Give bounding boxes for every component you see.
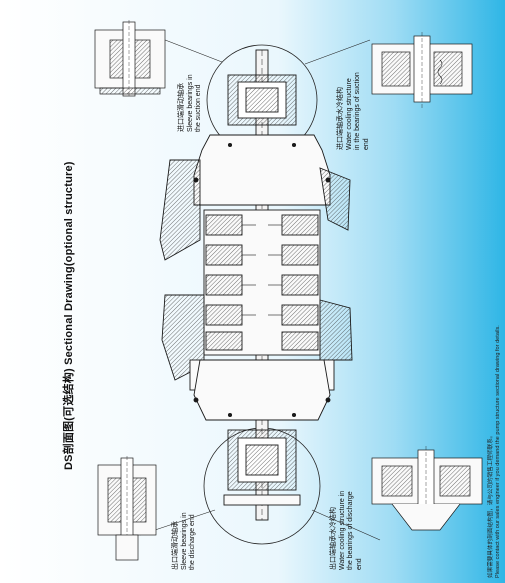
callout-cn: 出口端轴承水冷结构 xyxy=(330,507,337,570)
detail-top-right xyxy=(371,32,473,108)
footnote-cn: 如果需要具体的剖面结构图，请与公司的销售工程师联系。 xyxy=(488,432,494,578)
callout-suction-cooling: 进口端轴承水冷结构 Water cooling structure in the… xyxy=(337,72,371,150)
callout-cn: 进口端轴承水冷结构 xyxy=(337,87,344,150)
callout-discharge-cooling: 出口端轴承水冷结构 Water cooling structure in the… xyxy=(330,491,364,570)
callout-en: the suction end xyxy=(195,84,202,132)
callout-en: end xyxy=(355,558,363,570)
page-title: DS剖面图(可选结构) Sectional Drawing(optional s… xyxy=(63,161,75,470)
detail-bottom-right xyxy=(371,446,483,531)
callout-suction-sleeve: 进口端滑动轴承 Sleeve bearings in the suction e… xyxy=(178,74,204,132)
callout-cn: 出口端滑动轴承 xyxy=(172,521,179,570)
callout-en: Water cooling structure in xyxy=(338,490,346,570)
detail-bottom-left xyxy=(97,456,157,561)
callout-en: Sleeve bearings in xyxy=(180,512,188,570)
callout-en: the bearings of discharge xyxy=(347,491,354,570)
callout-en: in the bearings of suction xyxy=(354,72,361,150)
pump-section xyxy=(159,49,353,521)
callout-en: end xyxy=(362,138,370,150)
detail-top-left xyxy=(94,20,166,98)
callout-en: Sleeve bearings in xyxy=(186,74,194,132)
callout-en: the discharge end xyxy=(189,514,196,570)
callout-discharge-sleeve: 出口端滑动轴承 Sleeve bearings in the discharge… xyxy=(172,512,198,570)
footnote-en: Please contact with our sales engineer i… xyxy=(495,325,501,578)
footnote: 如果需要具体的剖面结构图，请与公司的销售工程师联系。 Please contac… xyxy=(488,325,502,578)
callout-en: Water cooling structure xyxy=(345,78,353,150)
callout-cn: 进口端滑动轴承 xyxy=(178,83,185,132)
